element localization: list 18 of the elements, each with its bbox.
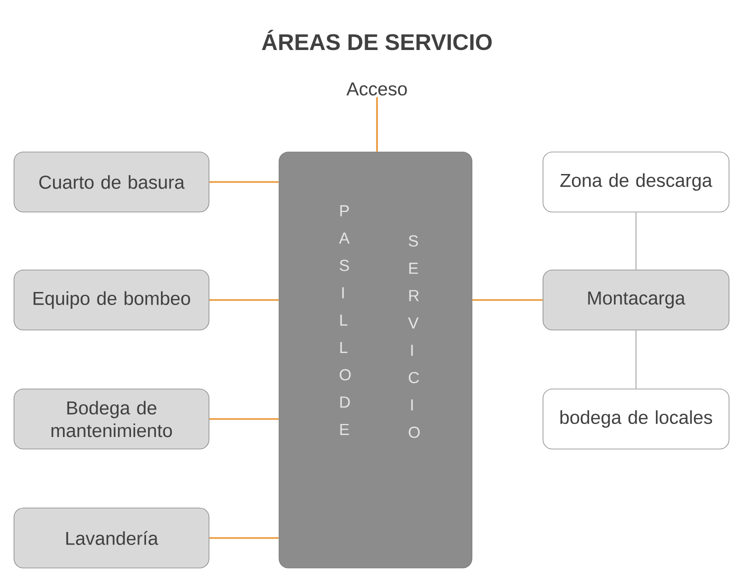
connector-line xyxy=(635,330,637,389)
connector-line xyxy=(209,418,279,420)
title: ÁREAS DE SERVICIO xyxy=(262,30,492,50)
area-box: Bodega de mantenimiento xyxy=(14,388,210,450)
connector-line xyxy=(635,212,637,270)
area-box: bodega de locales xyxy=(542,388,730,450)
area-box: Montacarga xyxy=(542,270,730,330)
connector-line xyxy=(209,299,279,301)
connector-line xyxy=(209,181,279,183)
connector-line xyxy=(209,537,279,539)
area-box: Lavandería xyxy=(14,508,210,568)
area-box: Equipo de bombeo xyxy=(14,270,210,330)
connector-line xyxy=(376,97,378,152)
area-box: Zona de descarga xyxy=(542,152,730,212)
corridor-box: PASILLO DE SERVICIO xyxy=(278,152,472,568)
area-box: Cuarto de basura xyxy=(14,152,210,212)
connector-line xyxy=(472,299,543,301)
access-label: Acceso xyxy=(346,82,407,96)
